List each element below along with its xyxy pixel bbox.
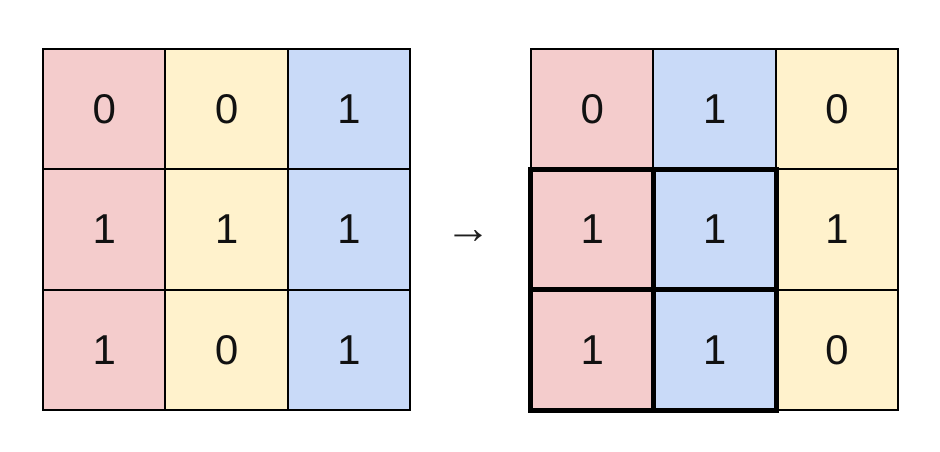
- transform-arrow: →: [436, 198, 500, 256]
- grid-cell: 1: [653, 49, 776, 170]
- input-matrix-grid: 0 0 1 1 1 1 1 0 1: [42, 48, 411, 411]
- grid-cell: 1: [43, 169, 166, 290]
- grid-cell: 1: [43, 289, 166, 410]
- grid-cell: 1: [531, 289, 654, 410]
- grid-cell: 1: [287, 49, 410, 170]
- grid-cell: 0: [775, 289, 898, 410]
- grid-cell: 1: [287, 289, 410, 410]
- grid-cell: 1: [287, 169, 410, 290]
- output-matrix-grid: 0 1 0 1 1 1 1 1 0: [528, 48, 899, 413]
- grid-cell: 0: [531, 49, 654, 170]
- grid-cell: 0: [165, 289, 288, 410]
- grid-cell: 1: [531, 169, 654, 290]
- grid-cell: 1: [653, 169, 776, 290]
- grid-cell: 0: [775, 49, 898, 170]
- grid-cell: 1: [165, 169, 288, 290]
- right-arrow-icon: →: [445, 201, 491, 253]
- grid-cell: 1: [653, 289, 776, 410]
- grid-cell: 1: [775, 169, 898, 290]
- grid-cell: 0: [165, 49, 288, 170]
- grid-cell: 0: [43, 49, 166, 170]
